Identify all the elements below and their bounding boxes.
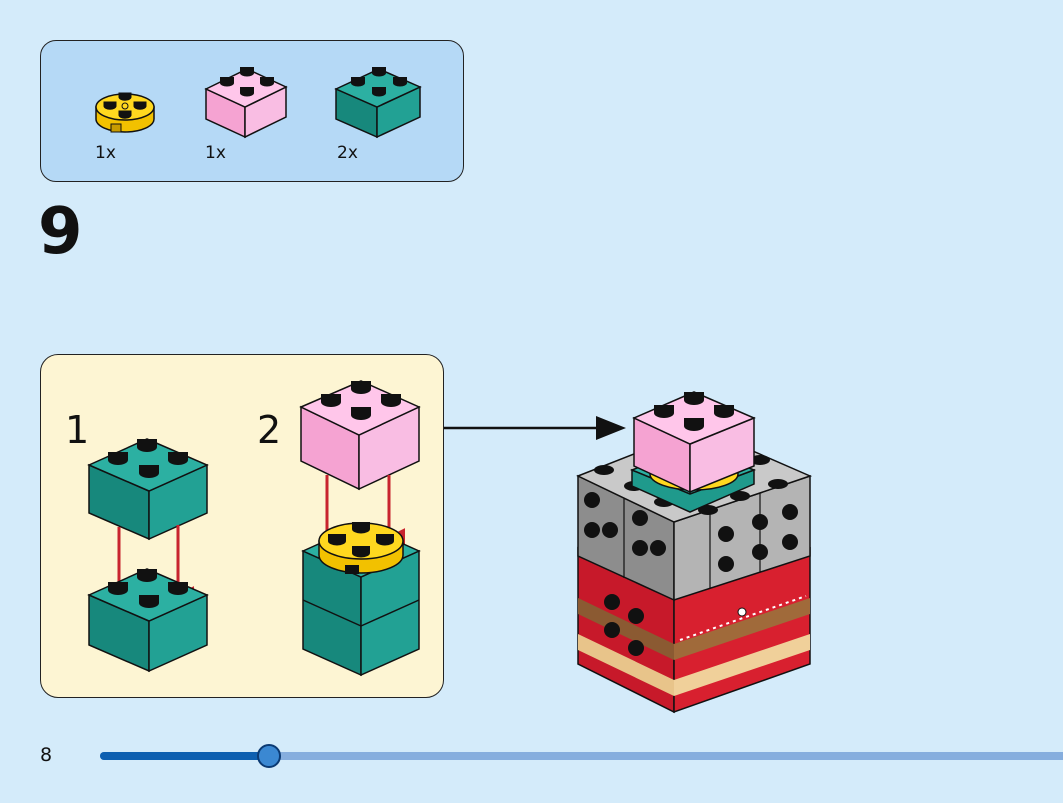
teal-brick-lower [87, 568, 209, 673]
parts-list: 1x 1x 2x [40, 40, 464, 182]
progress-fill [100, 752, 269, 760]
progress-bar[interactable] [100, 744, 1063, 768]
quantity-pink-brick: 1x [205, 143, 226, 163]
quantity-teal-brick: 2x [337, 143, 358, 163]
step-number: 9 [38, 195, 83, 269]
substep-number-2: 2 [257, 408, 282, 452]
yellow-round-plate [318, 522, 404, 574]
pink-brick-2x2-icon [204, 63, 288, 139]
substep-callout: 1 2 [40, 354, 444, 698]
progress-knob[interactable] [256, 744, 281, 768]
quantity-yellow-plate: 1x [95, 143, 116, 163]
pink-brick-top [299, 380, 421, 491]
page-number: 8 [40, 744, 53, 766]
substep-illustration [87, 380, 421, 677]
teal-brick-2x2-icon [334, 63, 422, 139]
yellow-round-plate-icon [93, 89, 157, 141]
substep-number-1: 1 [65, 408, 90, 452]
teal-brick-upper [87, 438, 209, 541]
